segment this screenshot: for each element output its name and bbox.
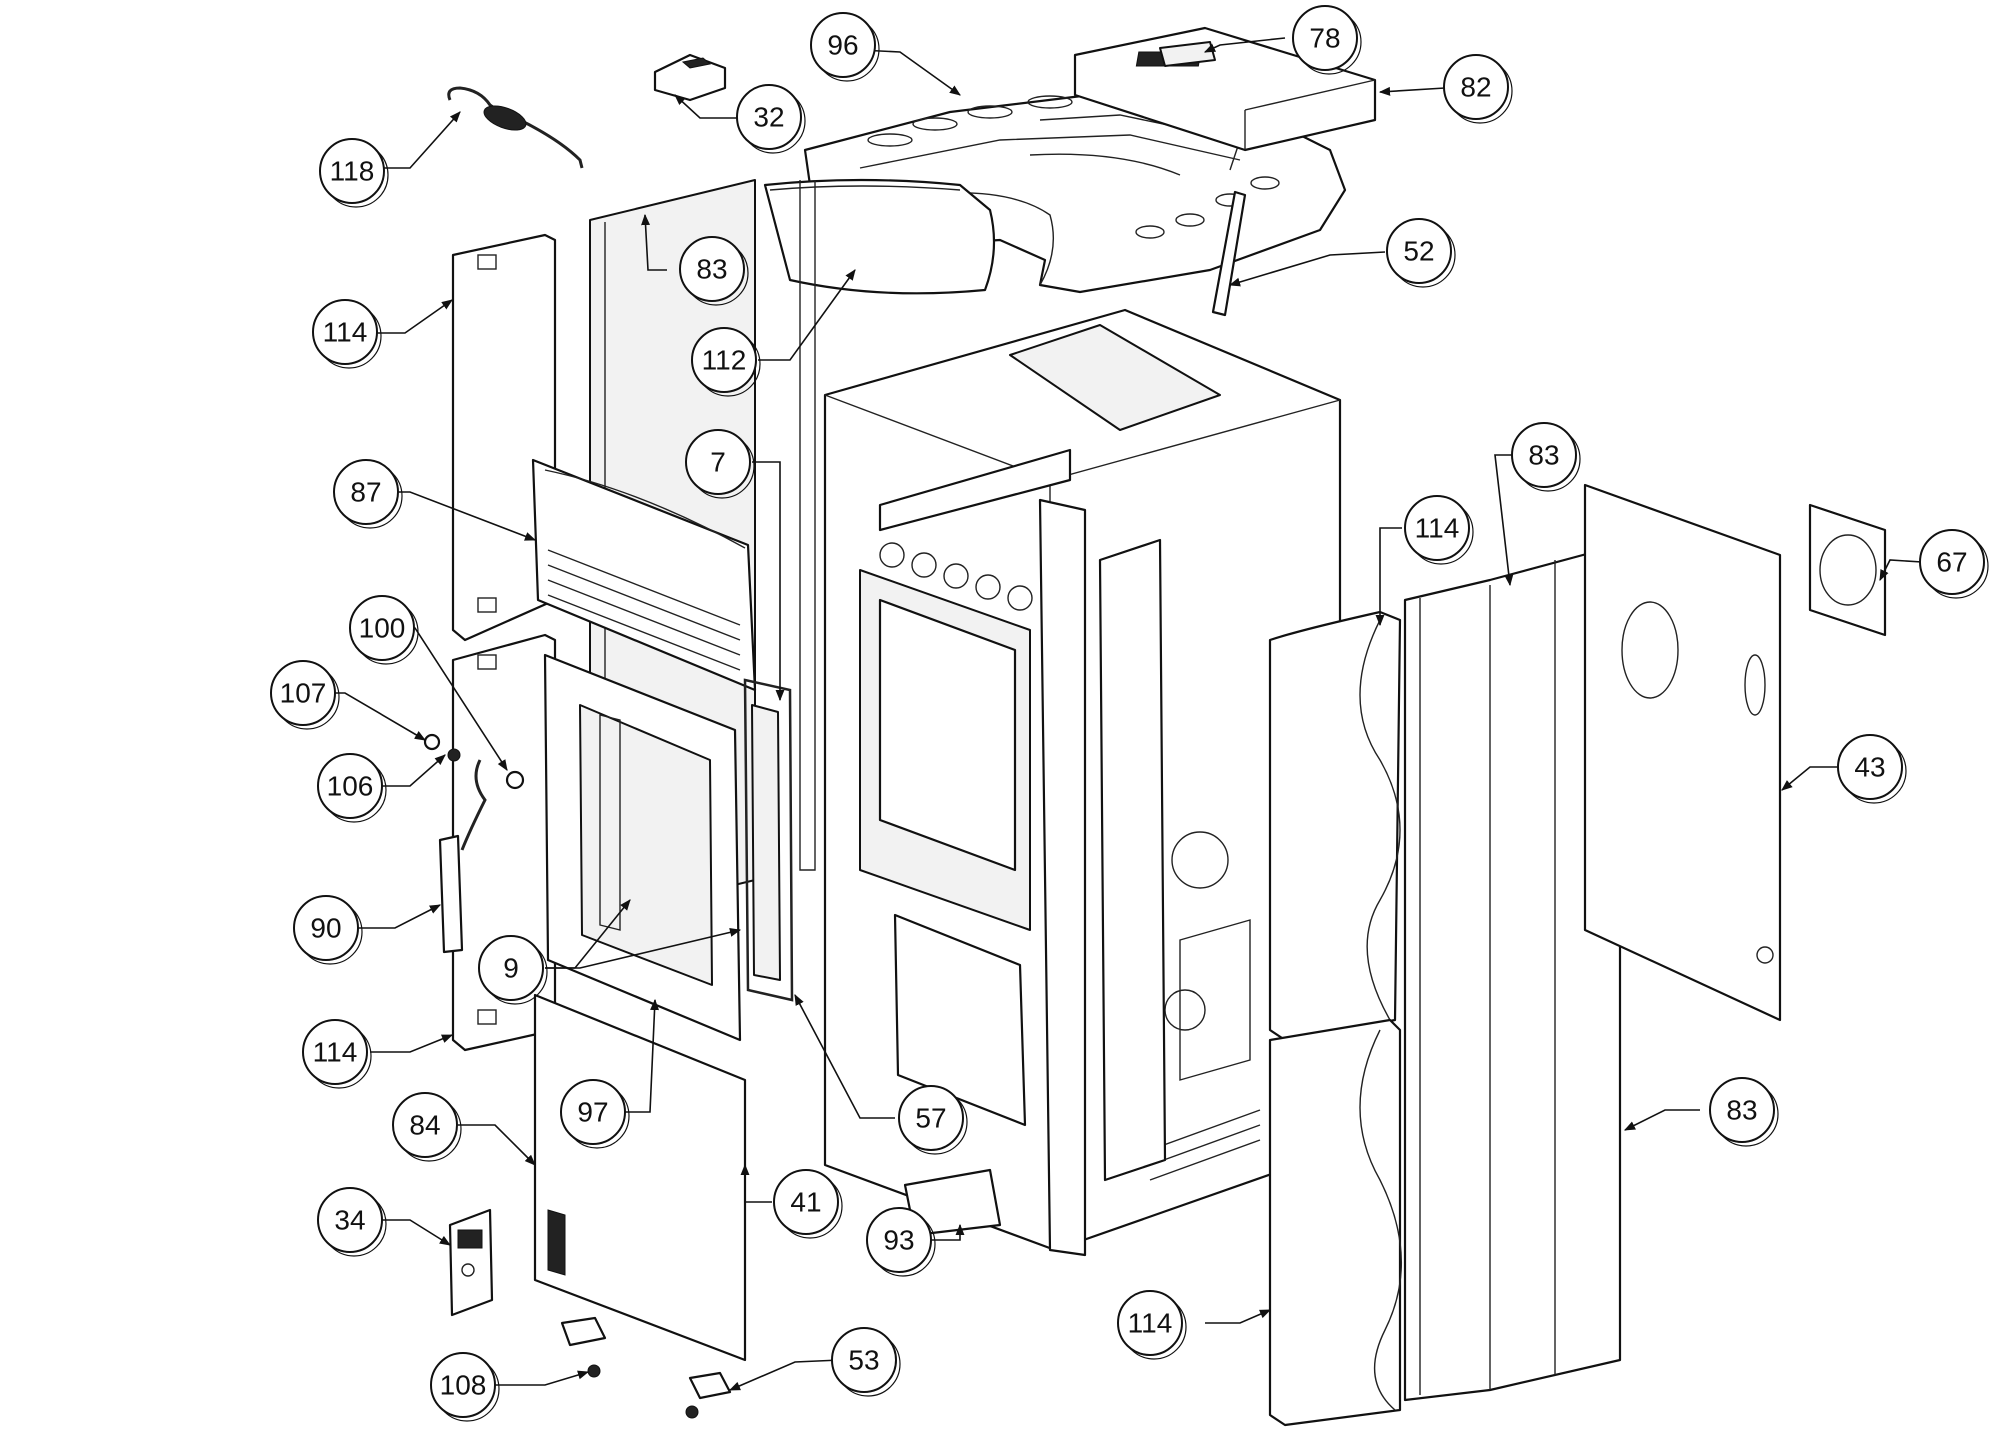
callout-label: 114 — [323, 317, 368, 348]
callout-label: 9 — [503, 953, 519, 984]
callout-82: 82 — [1443, 54, 1513, 124]
callout-114-left-bottom: 114 — [302, 1019, 372, 1089]
callout-118: 118 — [319, 138, 389, 208]
callout-107: 107 — [270, 660, 340, 730]
callout-67: 67 — [1919, 529, 1989, 599]
callout-label: 106 — [327, 771, 374, 802]
stove-body-part — [823, 308, 1342, 1257]
callout-84: 84 — [392, 1092, 462, 1162]
callout-112: 112 — [691, 327, 761, 397]
callout-53: 53 — [831, 1327, 901, 1397]
callout-label: 82 — [1460, 72, 1491, 103]
callout-7: 7 — [685, 429, 755, 499]
callout-label: 83 — [1726, 1095, 1757, 1126]
callout-83-top: 83 — [679, 236, 749, 306]
callout-label: 112 — [702, 345, 747, 376]
right-side-panel-part — [1403, 543, 1622, 1402]
callout-9: 9 — [478, 935, 548, 1005]
rear-panel-part — [1583, 483, 1782, 1022]
callout-label: 32 — [753, 102, 784, 133]
callout-83-right-top: 83 — [1511, 422, 1581, 492]
callout-label: 84 — [409, 1110, 440, 1141]
callout-label: 7 — [710, 447, 726, 478]
glass-part — [751, 704, 781, 981]
callout-label: 114 — [313, 1037, 358, 1068]
callout-90: 90 — [293, 895, 363, 965]
callout-label: 108 — [440, 1370, 487, 1401]
screw-part — [587, 1364, 601, 1378]
callout-label: 100 — [359, 613, 406, 644]
rod-part — [1211, 190, 1247, 317]
right-upright-bottom-part — [1268, 1018, 1403, 1427]
callout-label: 96 — [827, 30, 858, 61]
callout-label: 52 — [1403, 236, 1434, 267]
callout-label: 43 — [1854, 752, 1885, 783]
grille-panel-part — [531, 458, 757, 692]
callout-label: 107 — [280, 678, 327, 709]
callout-label: 34 — [334, 1205, 365, 1236]
sensor-part — [653, 53, 727, 102]
front-top-panel-part — [763, 178, 996, 295]
callout-93: 93 — [866, 1207, 936, 1277]
lower-front-panel-part — [533, 993, 747, 1362]
callout-97: 97 — [560, 1079, 630, 1149]
right-upright-top-part — [1268, 610, 1402, 1042]
callout-label: 53 — [848, 1345, 879, 1376]
callout-34: 34 — [317, 1187, 387, 1257]
gasket-part — [743, 678, 794, 1002]
callout-100: 100 — [349, 595, 419, 665]
callout-114-right-top: 114 — [1404, 495, 1474, 565]
callout-57: 57 — [898, 1085, 968, 1155]
control-panel-part — [448, 1208, 494, 1317]
callout-label: 114 — [1128, 1308, 1173, 1339]
cable-part — [447, 86, 584, 169]
callout-106: 106 — [317, 753, 387, 823]
callout-108: 108 — [430, 1352, 500, 1422]
callout-41: 41 — [773, 1169, 843, 1239]
callouts: 96 78 82 32 118 83 52 114 112 7 87 100 1… — [270, 5, 1989, 1422]
callout-114-left-top: 114 — [312, 299, 382, 369]
bracket-part — [688, 1371, 732, 1400]
flange-plate-part — [1808, 503, 1887, 637]
callout-87: 87 — [333, 459, 403, 529]
callout-114-right-bottom: 114 — [1117, 1290, 1187, 1360]
callout-label: 90 — [310, 913, 341, 944]
parts-drawing — [423, 26, 1887, 1427]
callout-43: 43 — [1837, 734, 1907, 804]
callout-label: 93 — [883, 1225, 914, 1256]
callout-52: 52 — [1386, 218, 1456, 288]
callout-label: 67 — [1936, 547, 1967, 578]
callout-label: 83 — [696, 254, 727, 285]
callout-label: 83 — [1528, 440, 1559, 471]
callout-label: 118 — [330, 156, 375, 187]
callout-label: 87 — [350, 477, 381, 508]
callout-96: 96 — [810, 12, 880, 82]
bracket-part — [560, 1316, 607, 1347]
door-handle-part — [423, 733, 525, 954]
callout-label: 114 — [1415, 513, 1460, 544]
callout-32: 32 — [736, 84, 806, 154]
callout-83-right-bottom: 83 — [1709, 1077, 1779, 1147]
callout-78: 78 — [1292, 5, 1362, 75]
callout-label: 57 — [915, 1103, 946, 1134]
callout-label: 97 — [577, 1097, 608, 1128]
screw-part — [685, 1405, 699, 1419]
callout-label: 78 — [1309, 23, 1340, 54]
callout-label: 41 — [790, 1187, 821, 1218]
